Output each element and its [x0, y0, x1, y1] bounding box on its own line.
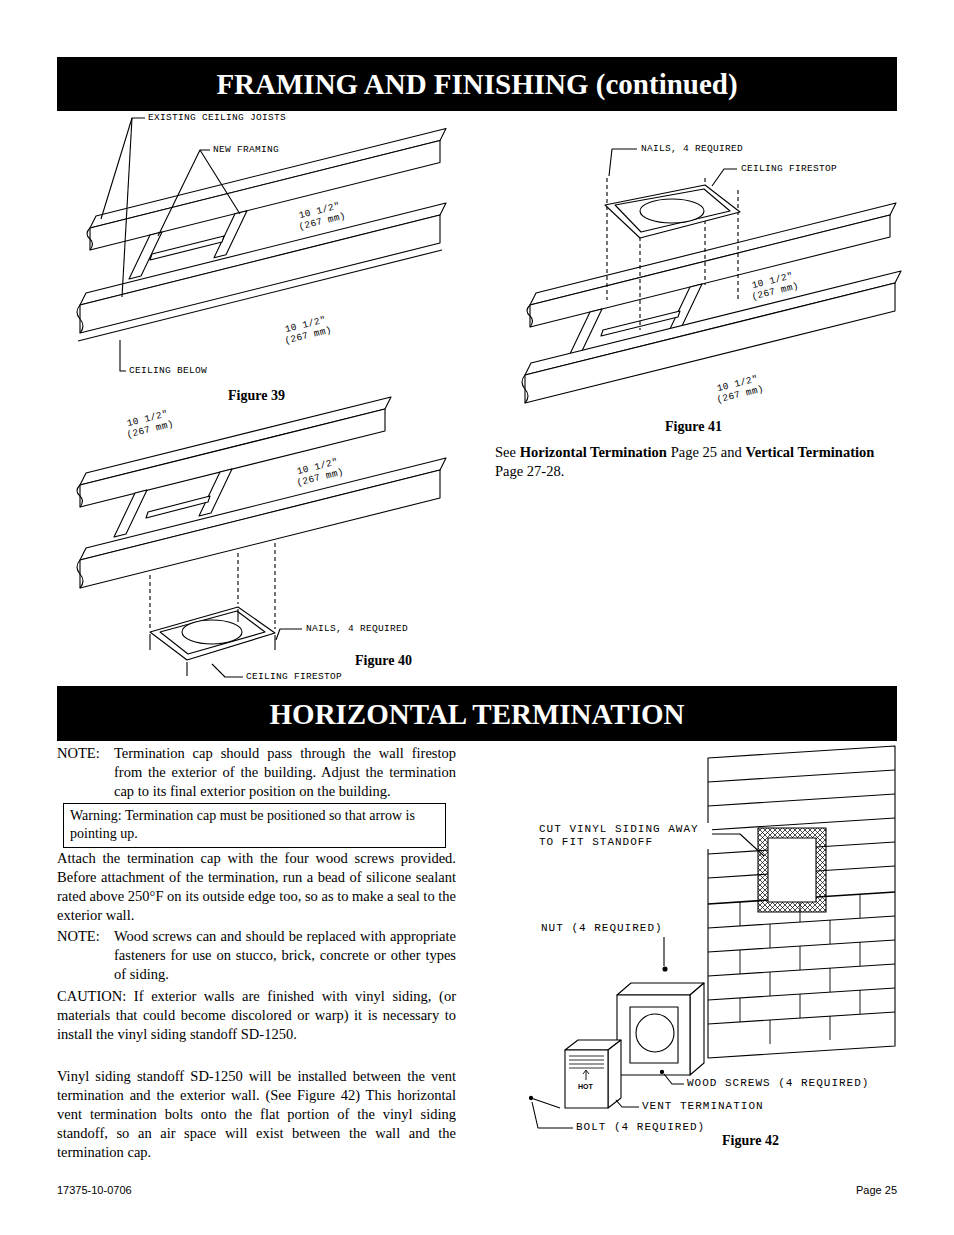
callout-label: CUT VINYL SIDING AWAY TO FIT STANDOFF — [538, 823, 712, 849]
warning-marking: HOT — [578, 1083, 593, 1091]
document-number: 17375-10-0706 — [57, 1184, 132, 1197]
figure-41-framing — [522, 149, 901, 403]
callout-label: NEW FRAMING — [212, 144, 280, 155]
callout-label: EXISTING CEILING JOISTS — [147, 112, 287, 123]
note-label: NOTE: — [57, 744, 100, 763]
cross-reference-paragraph: SeeHorizontal TerminationPage 25 andVert… — [495, 443, 905, 481]
warning-text: Warning: Termination cap must be positio… — [70, 807, 439, 843]
body-text: Wood screws can and should be replaced w… — [114, 927, 456, 984]
figure-caption: Figure 39 — [228, 387, 285, 404]
figure-caption: Figure 40 — [355, 652, 412, 669]
callout-label: CEILING FIRESTOP — [245, 671, 343, 682]
callout-label: NAILS, 4 REQUIRED — [305, 623, 409, 634]
body-text: See — [495, 443, 516, 462]
note-label: NOTE: — [57, 927, 100, 946]
cross-reference: Horizontal Termination — [520, 443, 667, 462]
cross-reference: Vertical Termination — [746, 443, 875, 462]
warning-box: Warning: Termination cap must be positio… — [63, 803, 446, 848]
callout-label: WOOD SCREWS (4 REQUIRED) — [686, 1077, 870, 1090]
figure-39-framing — [77, 118, 446, 371]
callout-label: NAILS, 4 REQUIRED — [640, 143, 744, 154]
dimension-label: 10 1/2″ (267 mm) — [292, 199, 350, 233]
heading-band: FRAMING AND FINISHING (continued) — [57, 57, 897, 111]
figure-42-vent — [529, 746, 895, 1128]
dimension-label: 10 1/2″ (267 mm) — [710, 372, 768, 406]
page-number: Page 25 — [856, 1184, 897, 1197]
callout-label: VENT TERMINATION — [641, 1100, 765, 1113]
callout-label: CEILING BELOW — [128, 365, 208, 376]
body-text: Vinyl siding standoff SD-1250 will be in… — [57, 1067, 456, 1162]
figure-40-framing — [77, 397, 446, 677]
body-text: Attach the termination cap with the four… — [57, 849, 456, 925]
figure-caption: Figure 41 — [665, 418, 722, 435]
section-heading: FRAMING AND FINISHING (continued) — [216, 67, 737, 101]
figure-caption: Figure 42 — [722, 1132, 779, 1149]
callout-label: CEILING FIRESTOP — [740, 163, 838, 174]
heading-band: HORIZONTAL TERMINATION — [57, 686, 897, 741]
body-text: Termination cap should pass through the … — [114, 744, 456, 801]
dimension-label: 10 1/2″ (267 mm) — [278, 313, 336, 347]
body-text: Page 25 and — [671, 443, 742, 462]
dimension-label: 10 1/2″ (267 mm) — [120, 407, 178, 441]
callout-label: BOLT (4 REQUIRED) — [575, 1121, 706, 1134]
callout-label: NUT (4 REQUIRED) — [540, 922, 664, 935]
section-heading: HORIZONTAL TERMINATION — [270, 697, 685, 731]
caution-text: CAUTION: If exterior walls are finished … — [57, 987, 456, 1044]
body-text: Page 27-28. — [495, 462, 564, 481]
